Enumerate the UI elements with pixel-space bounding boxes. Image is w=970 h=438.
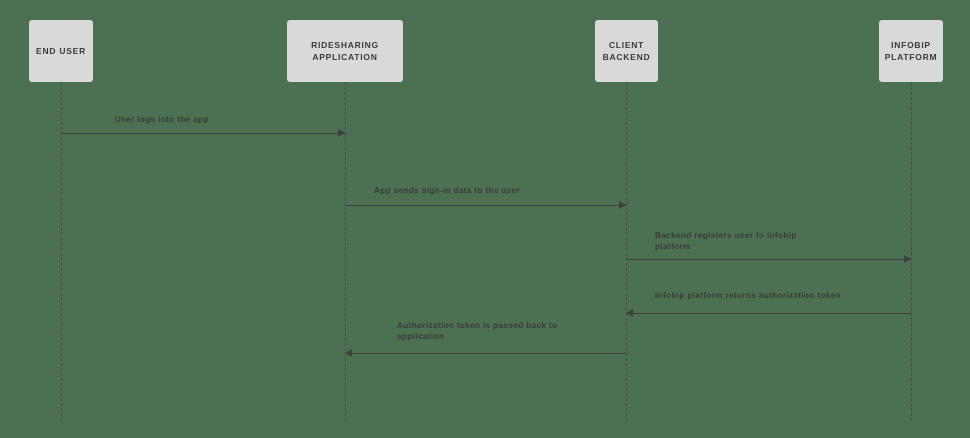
lifeline-rideshare	[345, 82, 346, 421]
arrowhead-left-icon-4	[626, 309, 633, 317]
message-label-3: Backend registers user to Infobip platfo…	[655, 231, 797, 251]
message-label-1: User logs into the app	[115, 115, 209, 124]
message-label-4: Infobip platform returns authorization t…	[655, 291, 841, 300]
participant-label: INFOBIP PLATFORM	[884, 40, 938, 62]
participant-label: END USER	[36, 46, 86, 56]
message-label-2: App sends sign-in data to the user	[374, 186, 521, 195]
arrowhead-right-icon-1	[338, 129, 345, 137]
lifeline-infobip	[911, 82, 912, 421]
message-line-1	[61, 133, 345, 134]
arrowhead-right-icon-2	[619, 201, 626, 209]
message-line-2	[345, 205, 626, 206]
message-line-4	[626, 313, 911, 314]
participant-end-user[interactable]: END USER	[29, 20, 93, 82]
lifeline-client-backend	[626, 82, 627, 421]
participant-label: CLIENT BACKEND	[602, 40, 651, 62]
message-line-5	[345, 353, 626, 354]
message-label-5: Authorization token is passed back to ap…	[397, 321, 558, 341]
participant-label: RIDESHARING APPLICATION	[311, 40, 379, 62]
arrowhead-left-icon-5	[345, 349, 352, 357]
participant-infobip[interactable]: INFOBIP PLATFORM	[879, 20, 943, 82]
lifeline-end-user	[61, 82, 62, 421]
message-line-3	[626, 259, 911, 260]
participant-client-backend[interactable]: CLIENT BACKEND	[595, 20, 658, 82]
arrowhead-right-icon-3	[904, 255, 911, 263]
participant-rideshare[interactable]: RIDESHARING APPLICATION	[287, 20, 403, 82]
